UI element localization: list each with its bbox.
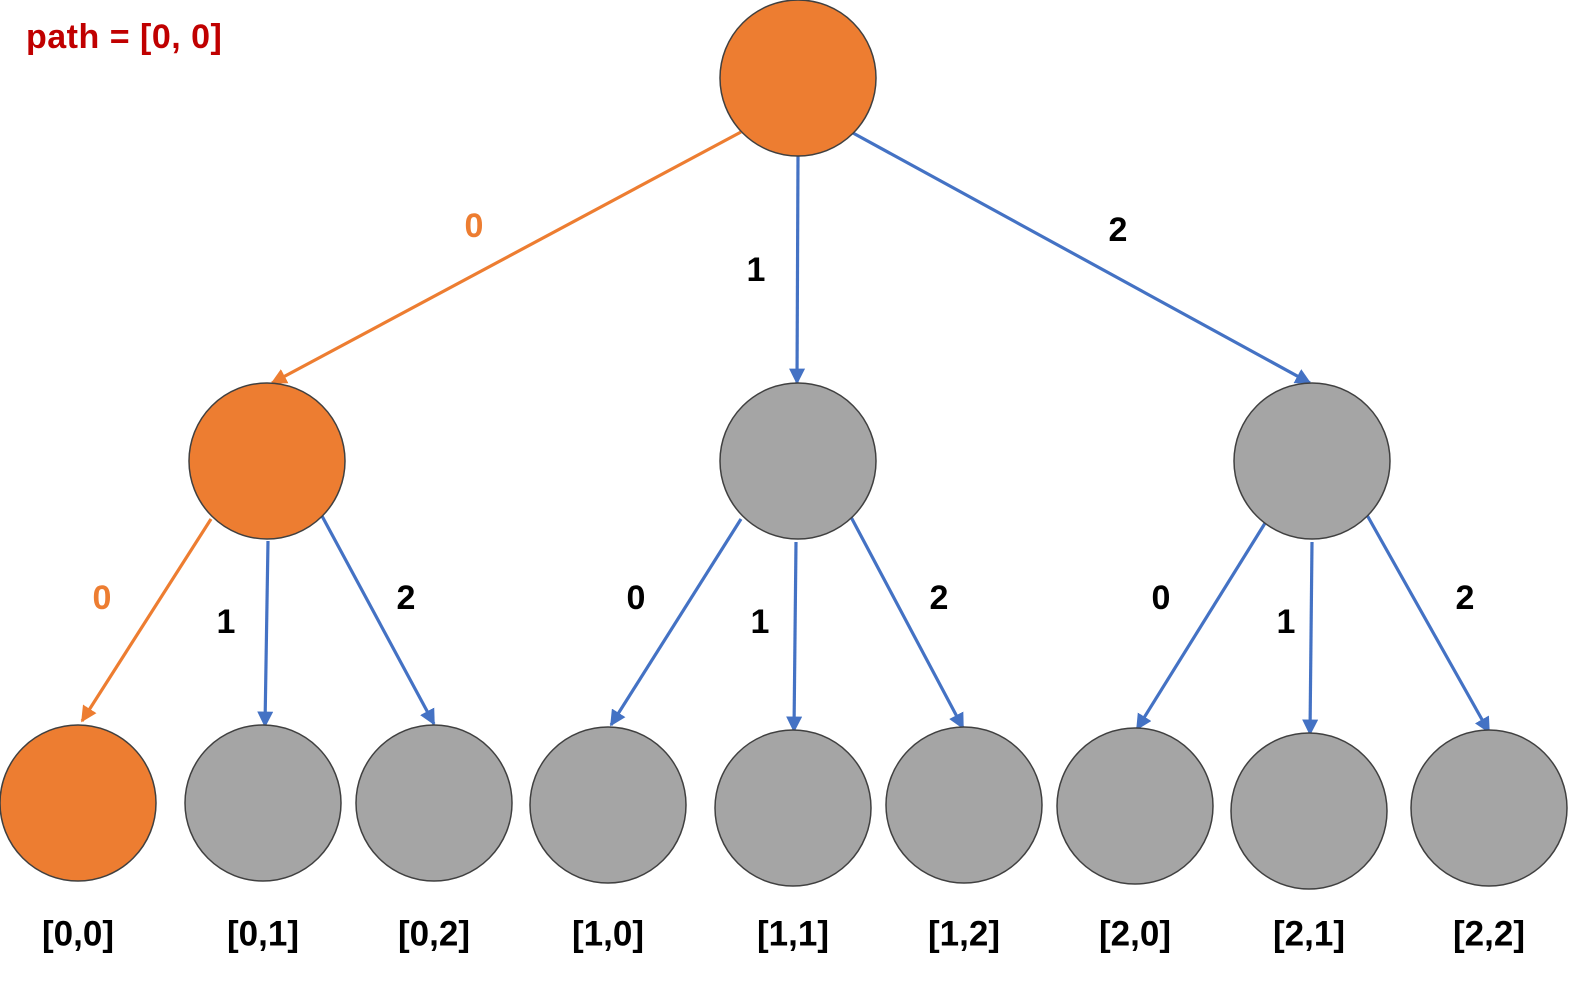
root-node — [719, 0, 877, 157]
leaf-node-2-2 — [1410, 729, 1568, 887]
leaf-node-1-0 — [529, 726, 687, 884]
leaf-node-0-2 — [355, 724, 513, 882]
leaf-label-0-1: [0,1] — [227, 914, 299, 953]
edge-label-root-0: 0 — [465, 207, 484, 245]
leaf-label-0-0: [0,0] — [42, 914, 114, 953]
edge-label-2-0: 0 — [1152, 579, 1171, 617]
edge-label-1-1: 1 — [751, 603, 770, 641]
edge-2-0 — [1135, 519, 1269, 731]
edge-0-2 — [320, 515, 436, 726]
level1-node-1 — [719, 382, 877, 540]
edge-root-1 — [789, 155, 806, 385]
edge-1-2 — [849, 516, 965, 730]
edge-root-0 — [270, 130, 742, 385]
edge-label-2-1: 1 — [1277, 603, 1296, 641]
edge-label-2-2: 2 — [1456, 579, 1475, 617]
leaf-node-1-1 — [714, 729, 872, 887]
path-label: path = [0, 0] — [26, 18, 223, 56]
edge-label-root-1: 1 — [747, 251, 766, 289]
leaf-node-0-1 — [184, 724, 342, 882]
leaf-label-2-2: [2,2] — [1453, 914, 1525, 953]
edge-2-1 — [1302, 541, 1319, 736]
leaf-node-2-0 — [1056, 727, 1214, 885]
edge-root-2 — [852, 131, 1312, 385]
edge-label-0-2: 2 — [397, 579, 416, 617]
leaf-label-0-2: [0,2] — [398, 914, 470, 953]
leaf-label-2-1: [2,1] — [1273, 914, 1345, 953]
edge-label-0-1: 1 — [217, 603, 236, 641]
edge-label-0-0: 0 — [93, 579, 112, 617]
edge-1-0 — [609, 518, 743, 727]
level1-node-2 — [1233, 382, 1391, 540]
leaf-label-1-1: [1,1] — [757, 914, 829, 953]
edge-label-1-0: 0 — [627, 579, 646, 617]
leaf-node-2-1 — [1230, 732, 1388, 890]
edge-0-1 — [257, 540, 274, 728]
leaf-node-1-2 — [885, 726, 1043, 884]
edge-label-1-2: 2 — [930, 579, 949, 617]
edge-1-1 — [786, 541, 803, 733]
leaf-node-0-0 — [0, 724, 157, 882]
edge-0-0 — [80, 518, 213, 723]
leaf-label-1-2: [1,2] — [928, 914, 1000, 953]
edge-label-root-2: 2 — [1109, 211, 1128, 249]
leaf-label-1-0: [1,0] — [572, 914, 644, 953]
edge-2-2 — [1365, 514, 1491, 734]
level1-node-0 — [188, 382, 346, 540]
leaf-label-2-0: [2,0] — [1099, 914, 1171, 953]
